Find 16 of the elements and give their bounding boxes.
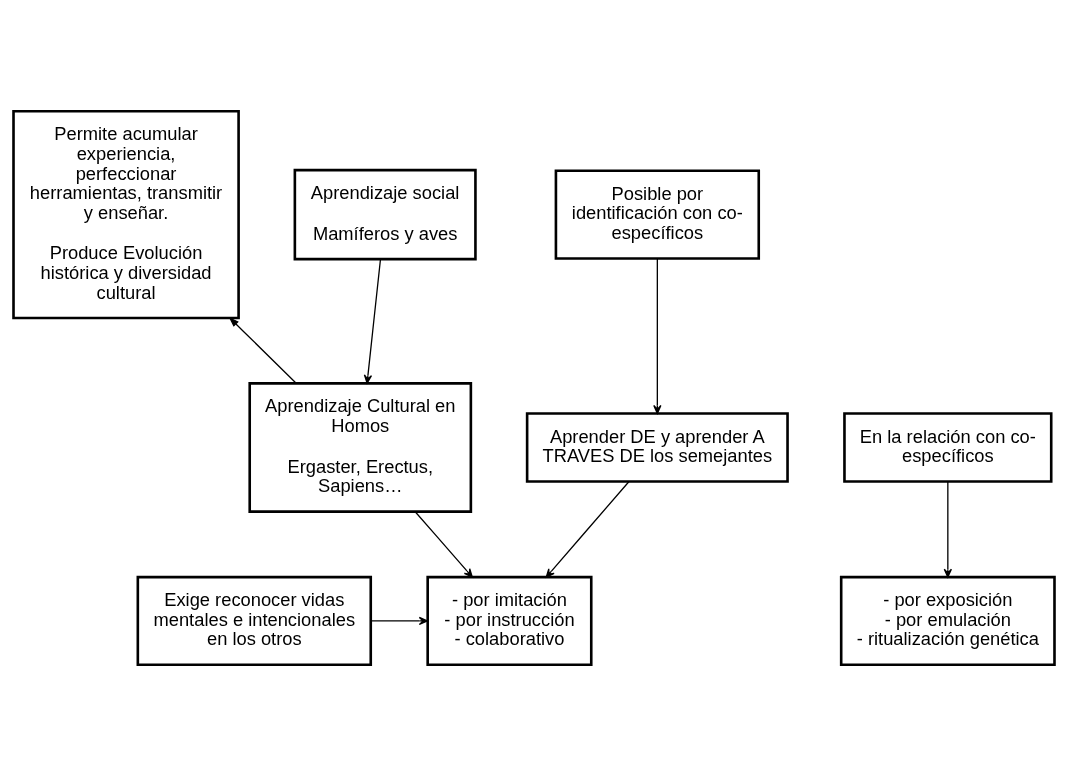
arrow	[228, 316, 297, 384]
arrow	[370, 616, 428, 625]
node-box: Exige reconocer vidas mentales e intencionales en los otros	[136, 575, 373, 666]
node-box: Aprender DE y aprender A TRAVES DE los semejantes	[525, 411, 789, 483]
node-box: Posible por identificación con co-específicos	[554, 168, 761, 260]
node-box: Permite acumular experiencia, perfeccionar herramientas, transmitir y enseñar. Produce Evolución histórica y diversidad cultural	[12, 109, 240, 319]
node-box: - por imitación - por instrucción - colaborativo	[426, 575, 593, 666]
node-box: Aprendizaje Cultural en Homos Ergaster, Erectus, Sapiens…	[248, 381, 473, 513]
node-box: En la relación con co-específicos	[843, 411, 1053, 483]
arrow	[943, 480, 953, 578]
arrow	[363, 258, 382, 384]
node-box: Aprendizaje social Mamíferos y aves	[293, 168, 477, 260]
arrow	[414, 510, 473, 578]
arrow	[545, 480, 630, 578]
node-box: - por exposición - por emulación - ritualización genética	[839, 575, 1056, 666]
arrow	[653, 257, 662, 414]
